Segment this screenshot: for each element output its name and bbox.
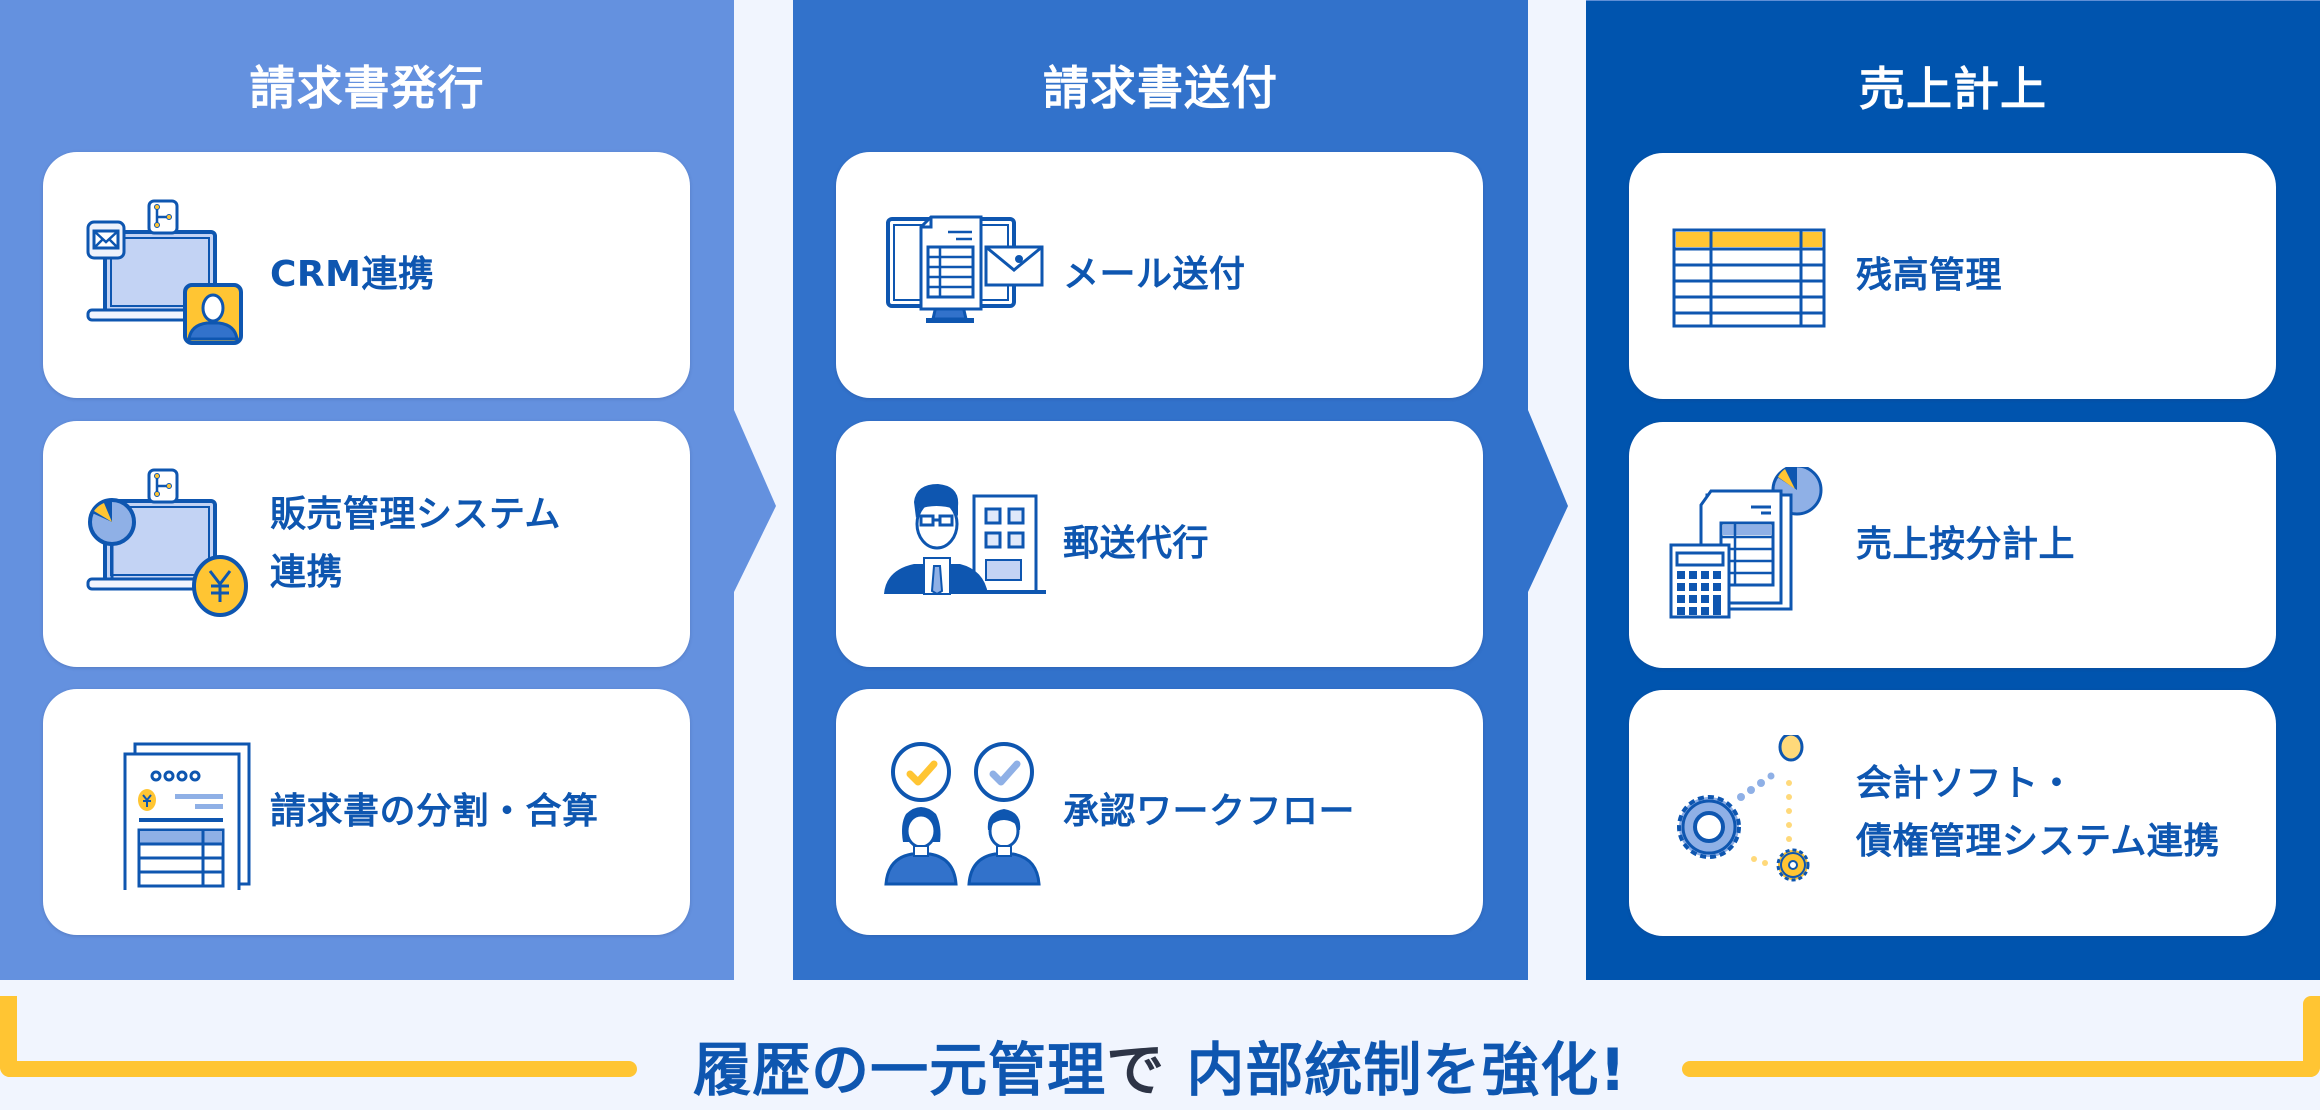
flow-arrow-2-icon — [1528, 410, 1568, 592]
calculator-document-pie-icon — [1669, 467, 1823, 619]
card-accounting-software-integration: 会計ソフト・ 債権管理システム連携 — [1629, 690, 2276, 936]
card-sales-management-integration: 販売管理システム 連携 — [43, 421, 690, 667]
card-label: 承認ワークフロー — [1063, 791, 1356, 832]
flow-arrow-1-icon — [734, 410, 776, 592]
card-label: 売上按分計上 — [1856, 524, 2076, 565]
approval-people-check-icon — [884, 742, 1041, 886]
card-email-sending: メール送付 — [836, 152, 1483, 398]
tagline: 履歴の一元管理で 内部統制を強化! — [660, 1030, 1660, 1110]
card-invoice-split-merge: 請求書の分割・合算 — [43, 689, 690, 935]
postal-agent-building-icon — [884, 484, 1046, 596]
card-label: 会計ソフト・ 債権管理システム連携 — [1856, 763, 2220, 862]
bracket-right-horizontal — [1682, 1061, 2320, 1077]
bracket-right-vertical — [2303, 996, 2320, 1077]
card-label: 販売管理システム 連携 — [270, 494, 561, 593]
card-postal-agency: 郵送代行 — [836, 421, 1483, 667]
card-crm-integration: CRM連携 — [43, 152, 690, 398]
card-label: CRM連携 — [270, 254, 435, 295]
column-revenue-recognition: 売上計上 残高管理 売上按 — [1586, 0, 2320, 980]
column-invoice-issuance: 請求書発行 CRM連携 — [0, 0, 734, 980]
email-monitor-icon — [886, 215, 1044, 323]
bracket-left-vertical — [0, 996, 17, 1077]
card-label: 請求書の分割・合算 — [270, 791, 599, 832]
gears-integration-icon — [1677, 735, 1810, 882]
tagline-part-2: で — [1106, 1036, 1166, 1104]
column-invoice-sending: 請求書送付 メール送付 — [793, 0, 1528, 980]
column-title: 請求書発行 — [249, 61, 485, 115]
tagline-part-3: 内部統制を強化! — [1186, 1036, 1627, 1104]
column-title: 請求書送付 — [1043, 61, 1278, 115]
card-label: メール送付 — [1063, 254, 1246, 295]
card-label: 郵送代行 — [1063, 523, 1210, 564]
card-approval-workflow: 承認ワークフロー — [836, 689, 1483, 935]
crm-laptop-icon — [86, 199, 243, 345]
sales-management-laptop-icon — [86, 468, 248, 617]
card-label: 残高管理 — [1856, 255, 2003, 296]
card-balance-management: 残高管理 — [1629, 153, 2276, 399]
balance-table-icon — [1672, 228, 1826, 328]
invoice-document-icon — [123, 742, 251, 890]
bracket-left-horizontal — [0, 1061, 637, 1077]
card-revenue-allocation: 売上按分計上 — [1629, 422, 2276, 668]
tagline-part-1: 履歴の一元管理 — [693, 1036, 1107, 1104]
column-title: 売上計上 — [1859, 62, 2047, 116]
